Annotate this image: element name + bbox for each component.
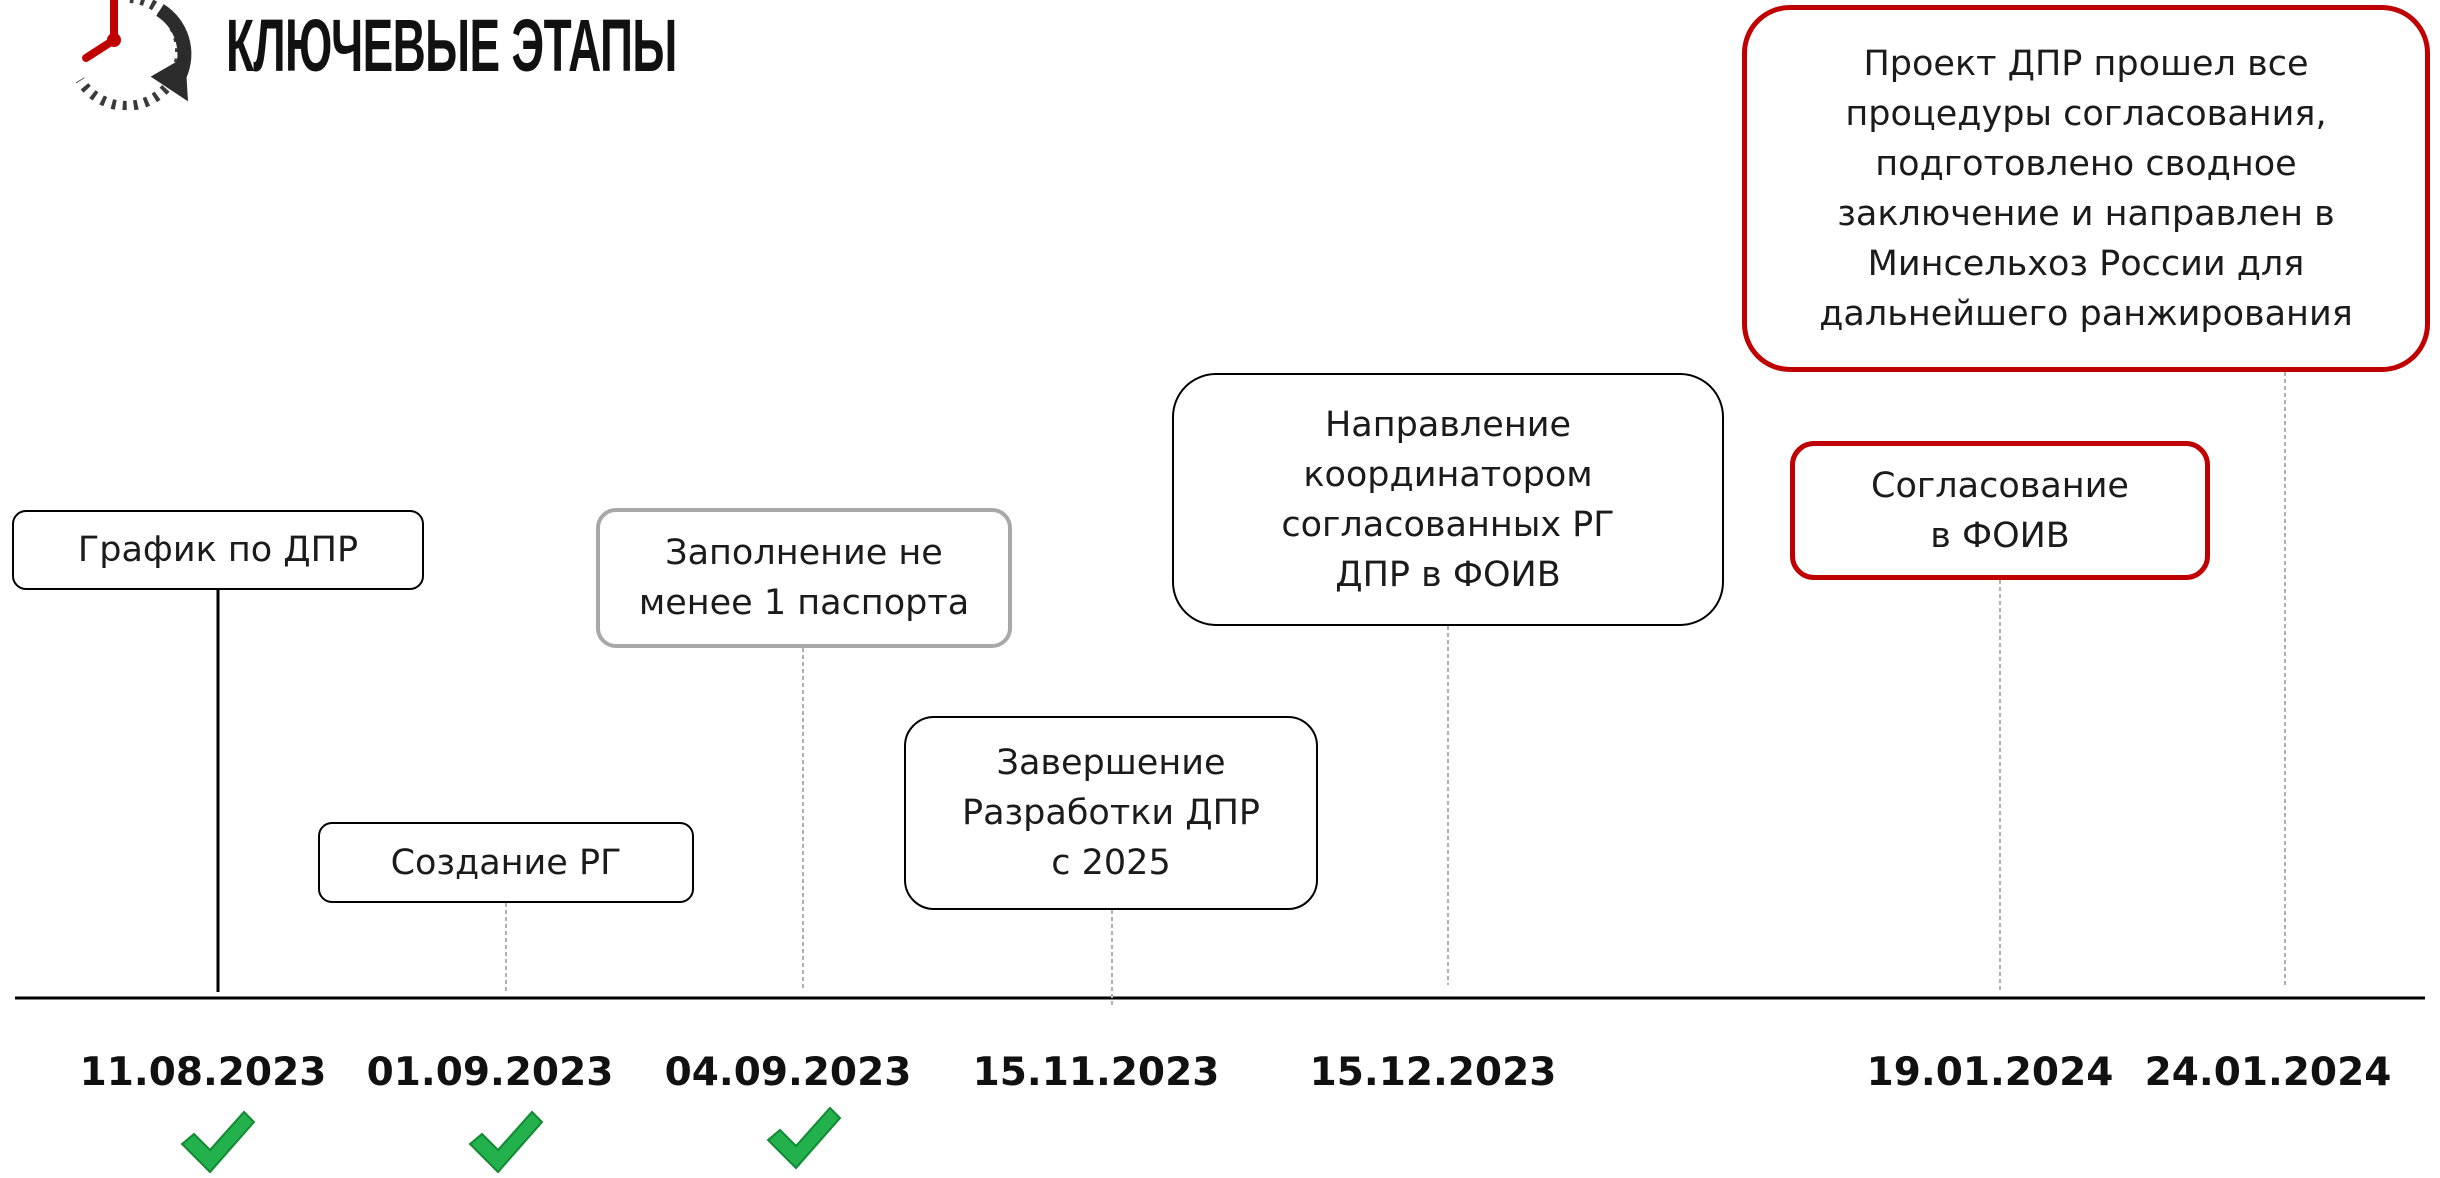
milestone-date-2: 01.09.2023 xyxy=(366,1050,614,1095)
milestone-label: Заполнение не менее 1 паспорта xyxy=(638,533,970,623)
milestone-box-4: Завершение Разработки ДПР с 2025 xyxy=(904,716,1318,910)
milestone-box-1: График по ДПР xyxy=(12,510,424,590)
milestone-label: Согласование в ФОИВ xyxy=(1871,465,2129,556)
milestone-box-3: Заполнение не менее 1 паспорта xyxy=(596,508,1012,648)
check-icon xyxy=(766,1106,842,1170)
check-icon xyxy=(468,1110,544,1174)
milestone-label: Проект ДПР прошел все процедуры согласов… xyxy=(1819,43,2353,334)
milestone-label: Завершение Разработки ДПР с 2025 xyxy=(962,743,1260,883)
milestone-box-6: Согласование в ФОИВ xyxy=(1790,441,2210,580)
milestone-box-7: Проект ДПР прошел все процедуры согласов… xyxy=(1742,5,2430,372)
milestone-box-2: Создание РГ xyxy=(318,822,694,903)
milestone-date-6: 19.01.2024 xyxy=(1866,1050,2114,1095)
milestone-date-4: 15.11.2023 xyxy=(972,1050,1220,1095)
milestone-date-3: 04.09.2023 xyxy=(664,1050,912,1095)
milestone-label: График по ДПР xyxy=(77,530,359,570)
milestone-box-5: Направление координатором согласованных … xyxy=(1172,373,1724,626)
milestone-date-7: 24.01.2024 xyxy=(2144,1050,2392,1095)
check-icon xyxy=(180,1110,256,1174)
clock-refresh-icon xyxy=(75,0,192,110)
milestone-label: Направление координатором согласованных … xyxy=(1281,404,1615,595)
milestone-date-5: 15.12.2023 xyxy=(1309,1050,1557,1095)
page-title: КЛЮЧЕВЫЕ ЭТАПЫ xyxy=(226,4,677,87)
milestone-label: Создание РГ xyxy=(390,842,622,883)
milestone-date-1: 11.08.2023 xyxy=(79,1050,327,1095)
